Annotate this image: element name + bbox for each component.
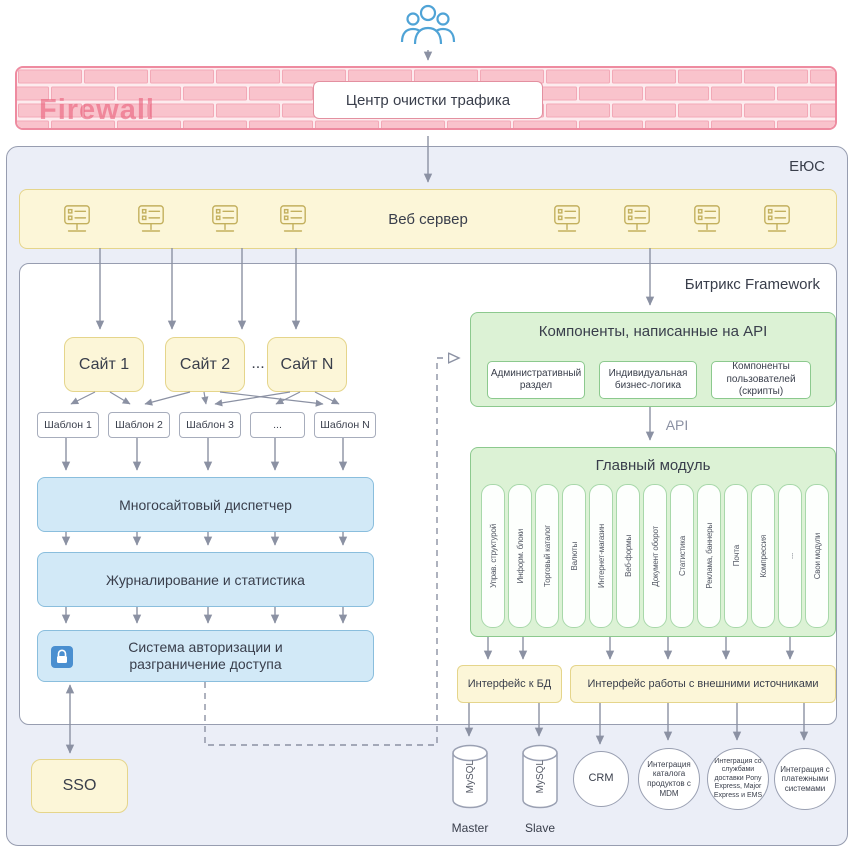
mysql-label: MySQL <box>464 760 476 794</box>
template-box: Шаблон 3 <box>179 412 241 438</box>
eus-label: ЕЮС <box>789 158 825 175</box>
firewall-label: Firewall <box>39 94 155 126</box>
slave-caption: Slave <box>524 821 556 835</box>
api-arrow-label: API <box>665 417 689 433</box>
module-column: Реклама, баннеры <box>697 484 721 628</box>
server-icon <box>552 203 582 235</box>
firewall-band: Firewall Центр очистки трафика <box>15 66 837 130</box>
site-box: Сайт 1 <box>64 337 144 392</box>
db-interface-box: Интерфейс к БД <box>457 665 562 703</box>
module-column: Валюты <box>562 484 586 628</box>
bitrix-framework-label: Битрикс Framework <box>684 276 820 293</box>
users-icon <box>400 4 456 45</box>
template-box: Шаблон N <box>314 412 376 438</box>
server-icon <box>622 203 652 235</box>
sso-box: SSO <box>31 759 128 813</box>
mysql-label: MySQL <box>534 760 546 794</box>
sites-ellipsis: ... <box>251 355 265 372</box>
template-box: ... <box>250 412 305 438</box>
module-column: Статистика <box>670 484 694 628</box>
module-column: Почта <box>724 484 748 628</box>
auth-access-box: Система авторизации и разграничение дост… <box>37 630 374 682</box>
web-server-band: Веб сервер <box>19 189 837 249</box>
external-sources-interface-box: Интерфейс работы с внешними источниками <box>570 665 836 703</box>
component-item-box: Индивидуальная бизнес-логика <box>599 361 697 399</box>
module-column: Компрессия <box>751 484 775 628</box>
bitrix-framework-container: Битрикс Framework Сайт 1 Сайт 2 ... Сайт… <box>19 263 837 725</box>
server-icon <box>692 203 722 235</box>
server-icon <box>278 203 308 235</box>
server-icon <box>136 203 166 235</box>
module-column: ... <box>778 484 802 628</box>
traffic-cleaning-center-box: Центр очистки трафика <box>313 81 543 119</box>
server-icon <box>210 203 240 235</box>
component-item-box: Компоненты пользователей (скрипты) <box>711 361 811 399</box>
server-icon <box>762 203 792 235</box>
master-caption: Master <box>451 821 489 835</box>
template-box: Шаблон 2 <box>108 412 170 438</box>
module-column: Торговый каталог <box>535 484 559 628</box>
eus-container: ЕЮС Веб сервер Битрикс Framework Сайт 1 … <box>6 146 848 846</box>
api-components-box: Компоненты, написанные на API Администра… <box>470 312 836 407</box>
main-module-box: Главный модуль Управ. структурой Информ.… <box>470 447 836 637</box>
main-module-title: Главный модуль <box>595 457 711 474</box>
api-components-title: Компоненты, написанные на API <box>538 323 768 340</box>
logging-statistics-box: Журналирование и статистика <box>37 552 374 607</box>
lock-icon <box>51 646 73 668</box>
site-box: Сайт 2 <box>165 337 245 392</box>
payment-integration-circle: Интеграция с платежными системами <box>774 748 836 810</box>
mysql-slave-cylinder: MySQL <box>520 743 560 811</box>
module-column: Свои модули <box>805 484 829 628</box>
template-box: Шаблон 1 <box>37 412 99 438</box>
module-column: Управ. структурой <box>481 484 505 628</box>
crm-circle: CRM <box>573 751 629 807</box>
site-box: Сайт N <box>267 337 347 392</box>
module-column: Документ оборот <box>643 484 667 628</box>
mysql-master-cylinder: MySQL <box>450 743 490 811</box>
module-column: Интернет-магазин <box>589 484 613 628</box>
module-column: Веб-формы <box>616 484 640 628</box>
component-item-box: Административный раздел <box>487 361 585 399</box>
multisite-dispatcher-box: Многосайтовый диспетчер <box>37 477 374 532</box>
server-icon <box>62 203 92 235</box>
auth-access-label: Система авторизации и разграничение дост… <box>128 638 283 673</box>
module-column: Информ. блоки <box>508 484 532 628</box>
mdm-integration-circle: Интеграция каталога продуктов с MDM <box>638 748 700 810</box>
delivery-integration-circle: Интеграция со службами доставки Pony Exp… <box>707 748 769 810</box>
web-server-label: Веб сервер <box>388 210 468 228</box>
